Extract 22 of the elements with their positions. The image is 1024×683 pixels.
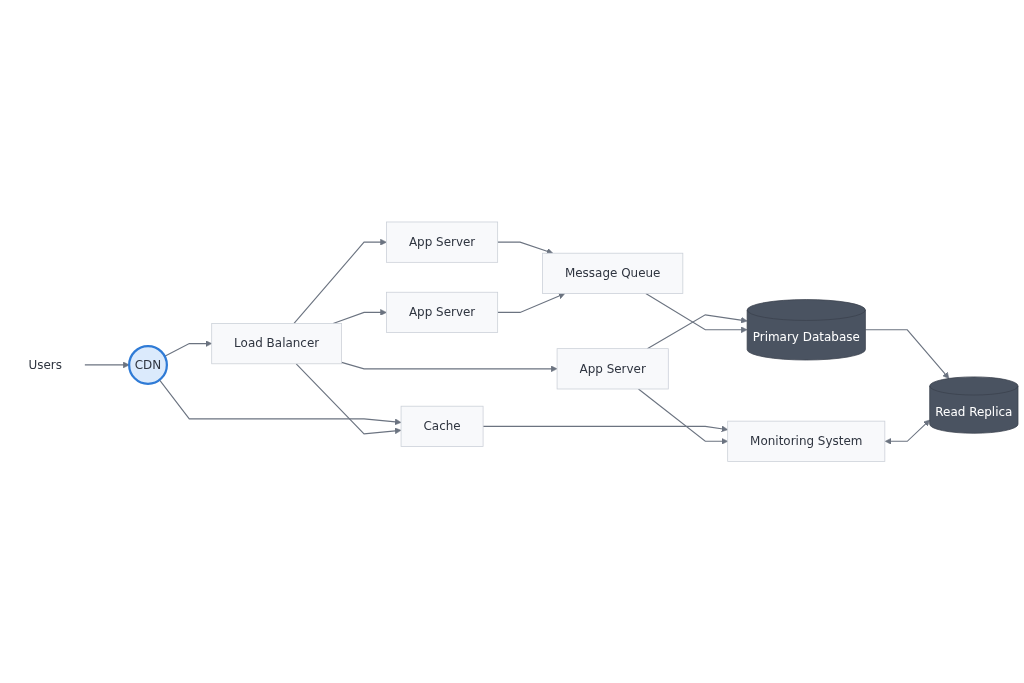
arrow <box>341 361 558 372</box>
arrow <box>645 292 748 333</box>
arrow <box>864 329 950 379</box>
arrow <box>482 425 728 432</box>
arrow <box>884 419 930 445</box>
node-text: Users <box>28 357 62 372</box>
node-box: Message Queue <box>542 252 684 294</box>
arrow <box>646 314 748 349</box>
node-box: Monitoring System <box>727 420 886 462</box>
node-circle: CDN <box>128 344 168 385</box>
arrow <box>295 363 402 435</box>
arrow <box>83 361 130 368</box>
arrow <box>637 388 728 445</box>
node-box: App Server <box>556 348 669 390</box>
node-box: App Server <box>386 221 499 263</box>
arrow <box>158 379 402 425</box>
node-box: App Server <box>386 291 499 333</box>
node-box: Load Balancer <box>211 322 342 364</box>
arrow <box>164 340 212 357</box>
arrow <box>497 292 566 313</box>
arrow <box>293 238 387 324</box>
node-box: Cache <box>400 405 484 447</box>
